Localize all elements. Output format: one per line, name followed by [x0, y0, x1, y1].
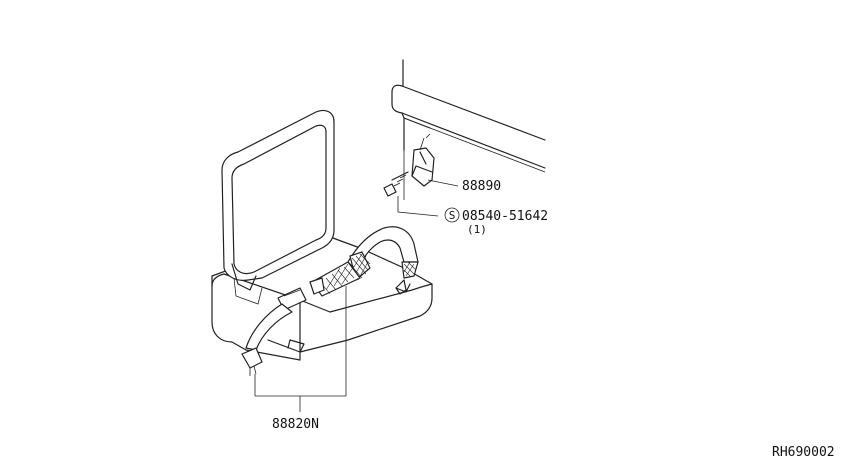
standard-part-symbol: S: [449, 209, 456, 222]
leader-lines: [254, 179, 459, 412]
figure-code: RH690002: [772, 445, 835, 460]
seat-back: [221, 109, 335, 291]
mounting-bolt: [383, 171, 409, 197]
bracket-part-number: 88890: [462, 179, 501, 194]
bolt-quantity: (1): [467, 223, 487, 236]
bolt-part-number: 08540-51642: [462, 209, 548, 224]
cab-back-panel: [391, 59, 546, 200]
seat-belt-part-number: 88820N: [272, 417, 319, 432]
bolt-callout: S 08540-51642 (1): [444, 207, 548, 236]
belt-buckle: [277, 261, 361, 311]
belt-webbing-left: [241, 303, 293, 376]
anchor-bracket: [411, 133, 435, 187]
